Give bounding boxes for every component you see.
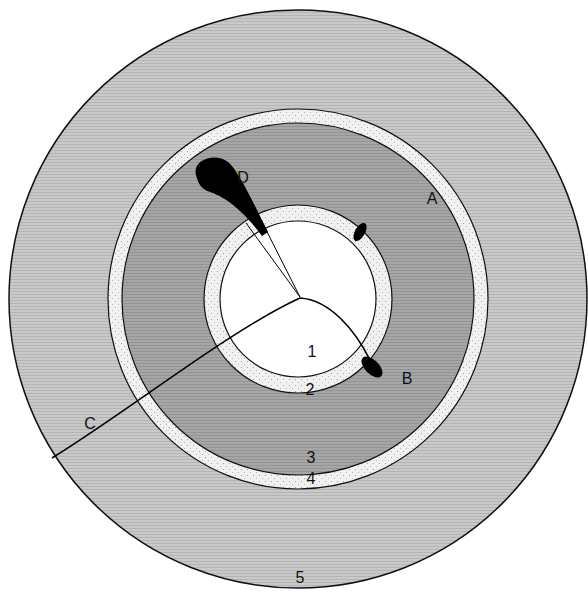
feature-d: [196, 158, 268, 236]
callout-label: 3: [305, 449, 318, 467]
callout-label: 5: [294, 569, 307, 587]
path-d: [246, 214, 300, 297]
layer-5: [9, 10, 587, 588]
callout-label: 1: [306, 343, 319, 361]
path-c: [52, 298, 370, 458]
callout-label: B: [400, 370, 415, 388]
callout-label: D: [235, 169, 251, 187]
callout-label: C: [82, 415, 98, 433]
callout-label: 4: [305, 470, 318, 488]
feature-b: [358, 353, 386, 381]
callout-label: A: [425, 190, 440, 208]
callout-label: 2: [304, 381, 317, 399]
feature-a: [351, 221, 370, 243]
